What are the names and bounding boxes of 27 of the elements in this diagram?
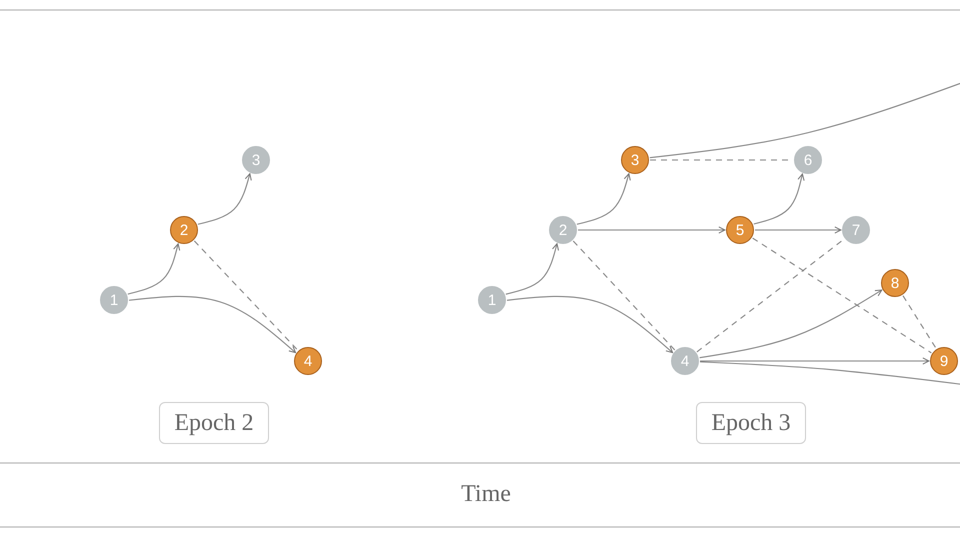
graph-node: 8 xyxy=(881,269,909,297)
graph-node: 2 xyxy=(170,216,198,244)
arrow xyxy=(576,173,631,225)
graph-node: 6 xyxy=(794,146,822,174)
arrow xyxy=(198,173,252,225)
epoch-label: Epoch 2 xyxy=(159,402,269,444)
graph-node: 9 xyxy=(930,347,958,375)
arrow xyxy=(128,296,296,354)
graph-node: 4 xyxy=(671,347,699,375)
graph-node: 3 xyxy=(242,146,270,174)
arrow xyxy=(754,173,805,225)
graph-node: 7 xyxy=(842,216,870,244)
arrow xyxy=(128,243,180,295)
graph-node: 1 xyxy=(478,286,506,314)
arrow xyxy=(506,296,674,354)
graph-node: 3 xyxy=(621,146,649,174)
graph-node: 1 xyxy=(100,286,128,314)
axis-label: Time xyxy=(461,480,511,508)
arrow xyxy=(578,226,726,234)
arrow xyxy=(755,226,842,234)
graph-node: 2 xyxy=(549,216,577,244)
graph-node: 4 xyxy=(294,347,322,375)
arrow xyxy=(700,357,930,365)
epoch-label: Epoch 3 xyxy=(696,402,806,444)
graph-node: 5 xyxy=(726,216,754,244)
arrow xyxy=(506,243,559,295)
arrow xyxy=(700,290,882,358)
